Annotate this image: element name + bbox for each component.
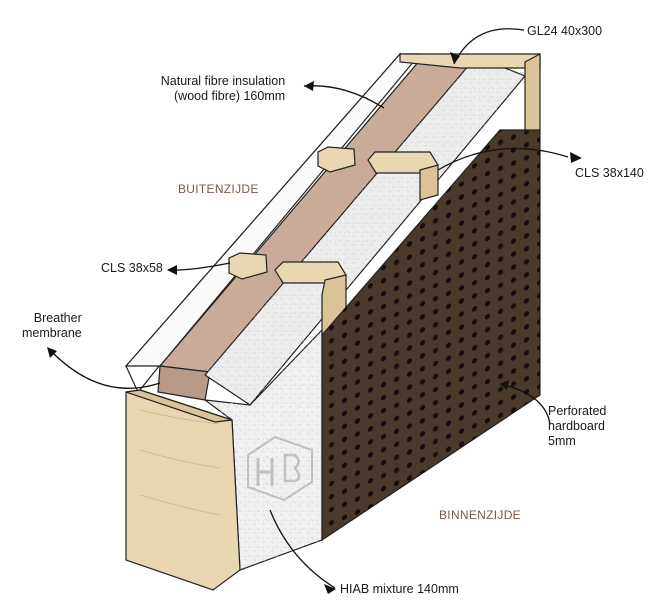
label-insulation: Natural fibre insulation (wood fibre) 16… [158,74,285,104]
cls-38x140-stud-top [367,151,439,201]
label-gl24: GL24 40x300 [527,24,603,38]
label-insulation-line2: (wood fibre) 160mm [174,89,286,103]
label-perforated-hardboard: Perforated hardboard 5mm [548,404,606,449]
label-outside-side: BUITENZIJDE [178,182,259,196]
label-hardboard-line1: Perforated [548,404,607,418]
breather-membrane-layer [124,52,422,394]
arrowhead-cls140 [570,152,582,163]
label-hardboard-line3: 5mm [548,434,576,448]
arrowhead-insulation [304,81,314,91]
arrow-cls140 [437,147,569,171]
label-insulation-line1: Natural fibre insulation [160,74,286,88]
hb-logo-icon [247,435,313,502]
label-breather-line2: membrane [22,326,82,340]
arrowhead-breather [47,347,57,358]
arrowhead-gl24 [450,52,460,64]
arrow-breather [47,347,161,389]
label-hiab-mixture: HIAB mixture 140mm [340,582,459,596]
label-breather-membrane: Breather membrane [22,311,82,341]
arrowhead-hardboard [500,380,509,390]
arrow-hiab [269,509,336,589]
arrowheads [47,52,582,594]
arrowhead-hiab [324,584,336,594]
timber-stud-face [125,389,241,591]
label-inside-side: BINNENZIJDE [439,508,521,522]
perforated-hardboard [321,129,541,542]
cls-38x58-batten-top [317,146,356,173]
hiab-layer [202,63,526,571]
arrowhead-cls58 [167,265,177,275]
label-cls-38x58: CLS 38x58 [101,261,163,275]
cls-38x58-batten-bottom [228,252,268,280]
arrow-hardboard [499,383,551,425]
label-hardboard-line2: hardboard [548,419,605,433]
label-breather-line1: Breather [33,311,82,325]
label-cls-38x140: CLS 38x140 [575,166,644,180]
